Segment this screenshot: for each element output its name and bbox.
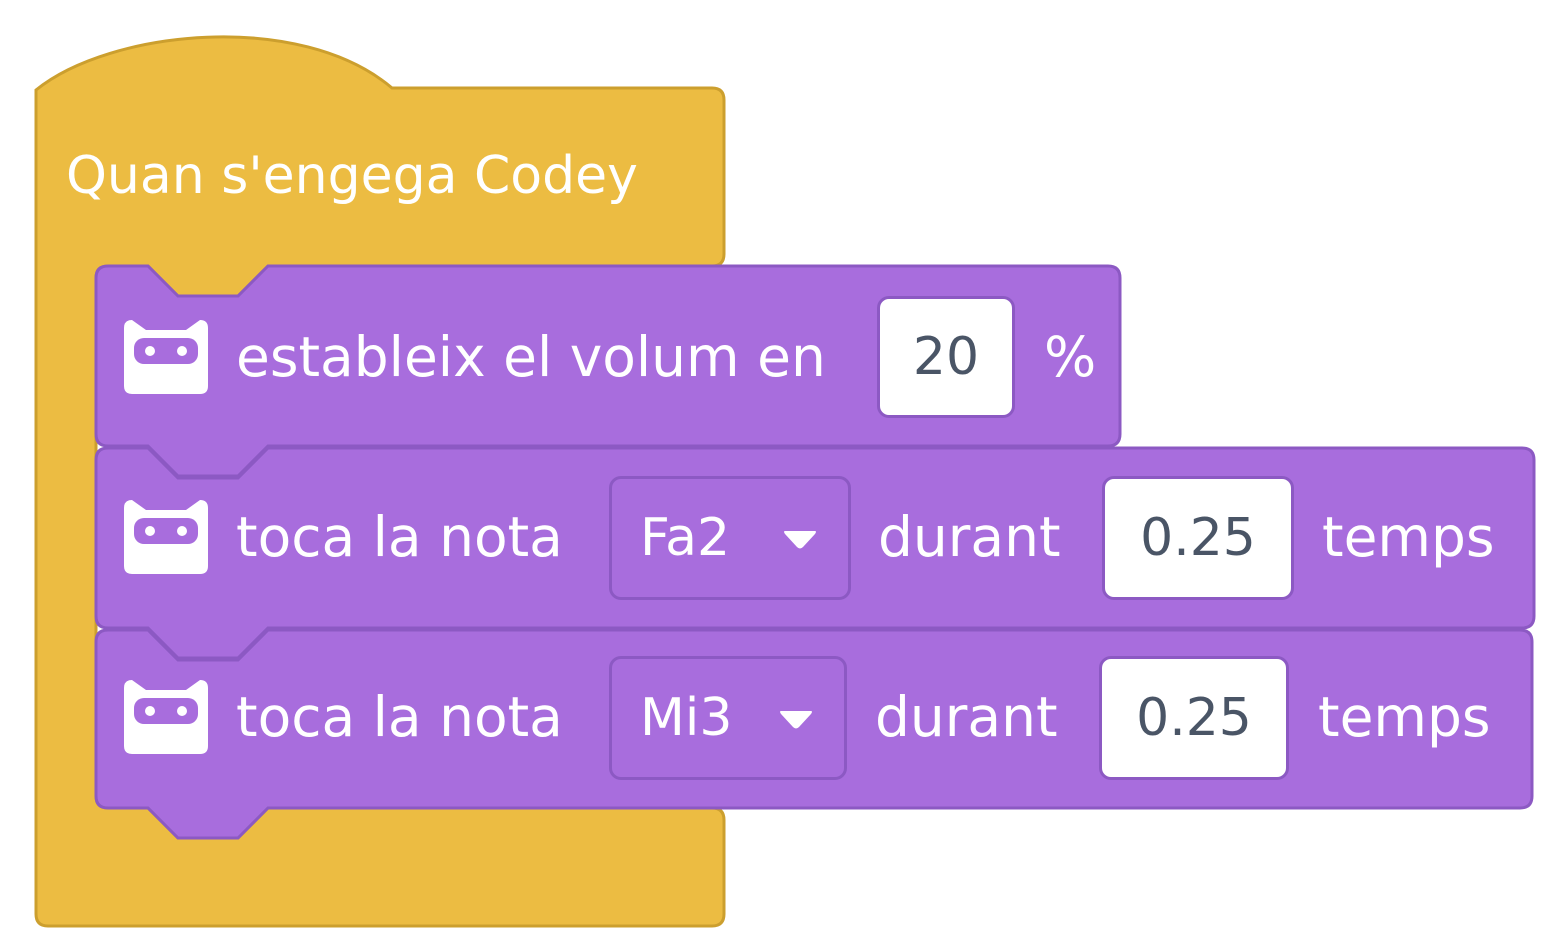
beats-value-input[interactable]: 0.25 (1099, 656, 1289, 780)
beats-label: temps (1322, 505, 1495, 569)
percent-label: % (1044, 325, 1097, 389)
beats-label: temps (1318, 685, 1491, 749)
note-dropdown-value: Mi3 (640, 688, 733, 748)
volume-value-input[interactable]: 20 (877, 296, 1015, 418)
note-dropdown[interactable]: Mi3 (609, 656, 847, 780)
codey-robot-icon (124, 680, 208, 754)
note-dropdown-value: Fa2 (640, 508, 731, 568)
set-volume-block-shape[interactable] (94, 264, 1122, 478)
play-note-label: toca la nota (236, 505, 563, 569)
note-dropdown[interactable]: Fa2 (609, 476, 851, 600)
codey-robot-icon (124, 320, 208, 394)
hat-block-label: Quan s'engega Codey (66, 146, 638, 206)
duration-label: durant (875, 685, 1058, 749)
chevron-down-icon (784, 531, 816, 549)
chevron-down-icon (780, 711, 812, 729)
beats-value-input[interactable]: 0.25 (1102, 476, 1294, 600)
codey-robot-icon (124, 500, 208, 574)
set-volume-label: estableix el volum en (236, 325, 826, 389)
duration-label: durant (878, 505, 1061, 569)
play-note-label: toca la nota (236, 685, 563, 749)
